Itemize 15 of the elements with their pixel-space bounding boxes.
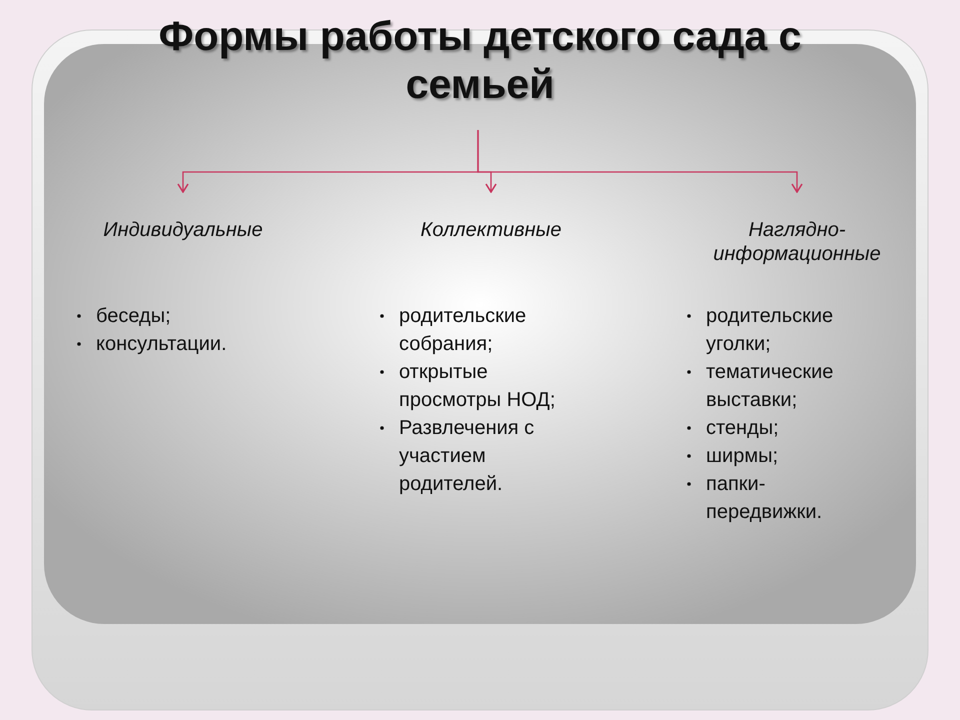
title-text: Формы работы детского сада с семьей — [158, 12, 802, 108]
list-item: тематические выставки; — [706, 361, 834, 411]
list-item: стенды; — [706, 417, 779, 439]
list-item: открытые просмотры НОД; — [399, 361, 556, 411]
category-heading: Коллективные — [420, 218, 562, 242]
list-item: Развлечения с участием родителей. — [399, 417, 534, 495]
category-heading: Наглядно-информационные — [712, 218, 882, 266]
list-item: консультации. — [96, 333, 227, 355]
list-item: ширмы; — [706, 445, 778, 467]
connector-arrow — [477, 130, 803, 193]
list-item: родительские уголки; — [706, 305, 834, 355]
list-item: беседы; — [96, 305, 171, 327]
category-heading: Индивидуальные — [102, 218, 264, 242]
list-item: папки-передвижки. — [706, 473, 822, 523]
list-item: родительские собрания; — [399, 305, 526, 355]
